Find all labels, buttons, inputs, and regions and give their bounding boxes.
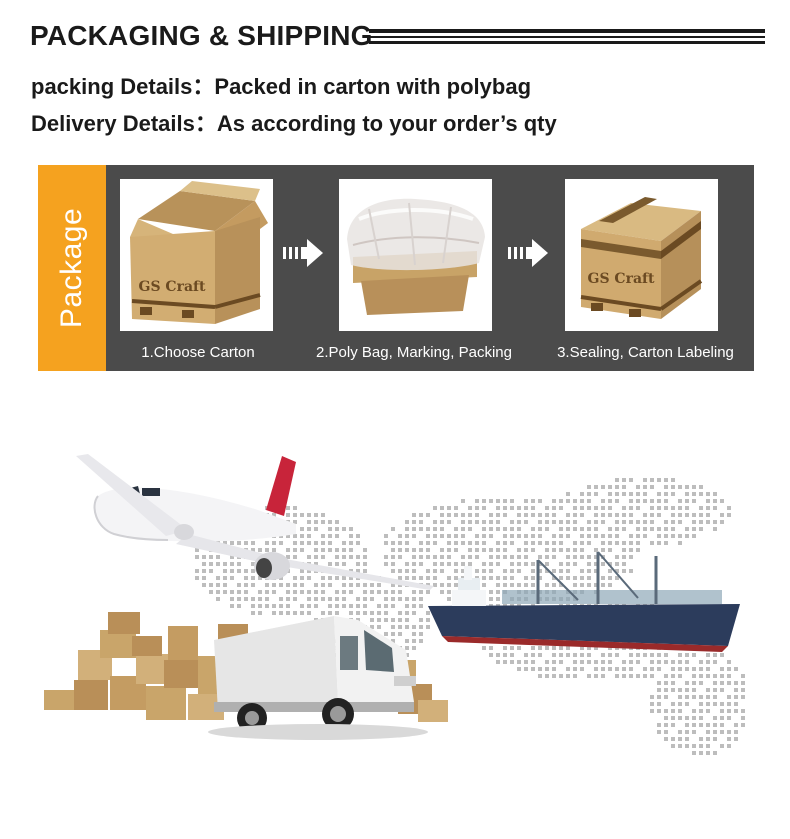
packing-details-text: packing Details：Packed in carton with po… [31,74,532,99]
double-arrow-right-icon [283,239,325,267]
package-panel: Package GS Craft [38,165,754,371]
section-header: PACKAGING & SHIPPING [24,16,769,56]
delivery-truck-icon [208,616,428,740]
delivery-details-text: Delivery Details：As according to your or… [31,111,557,136]
open-carton-icon: GS Craft [130,181,268,324]
carton-print: GS Craft [138,279,206,295]
polybag-carton-image [339,179,492,331]
package-tab: Package [38,165,106,371]
package-tab-label: Package [55,207,88,329]
carton-print: GS Craft [587,271,655,287]
header-rule [369,29,765,33]
step-caption: 2.Poly Bag, Marking, Packing [316,344,512,361]
header-rule [369,41,765,44]
cargo-ship-icon [428,551,740,652]
page-title: PACKAGING & SHIPPING [30,20,373,51]
polybag-carton-icon [347,198,485,315]
sealed-carton-image: GS Craft [565,179,718,331]
header-rule [369,36,765,38]
world-map-dots [195,478,745,755]
shipping-illustration [38,440,758,770]
airplane-icon [76,454,434,590]
double-arrow-right-icon [508,239,550,267]
sealed-carton-icon: GS Craft [580,197,703,319]
open-carton-image: GS Craft [120,179,273,331]
step-caption: 1.Choose Carton [141,344,255,361]
step-caption: 3.Sealing, Carton Labeling [557,344,734,361]
